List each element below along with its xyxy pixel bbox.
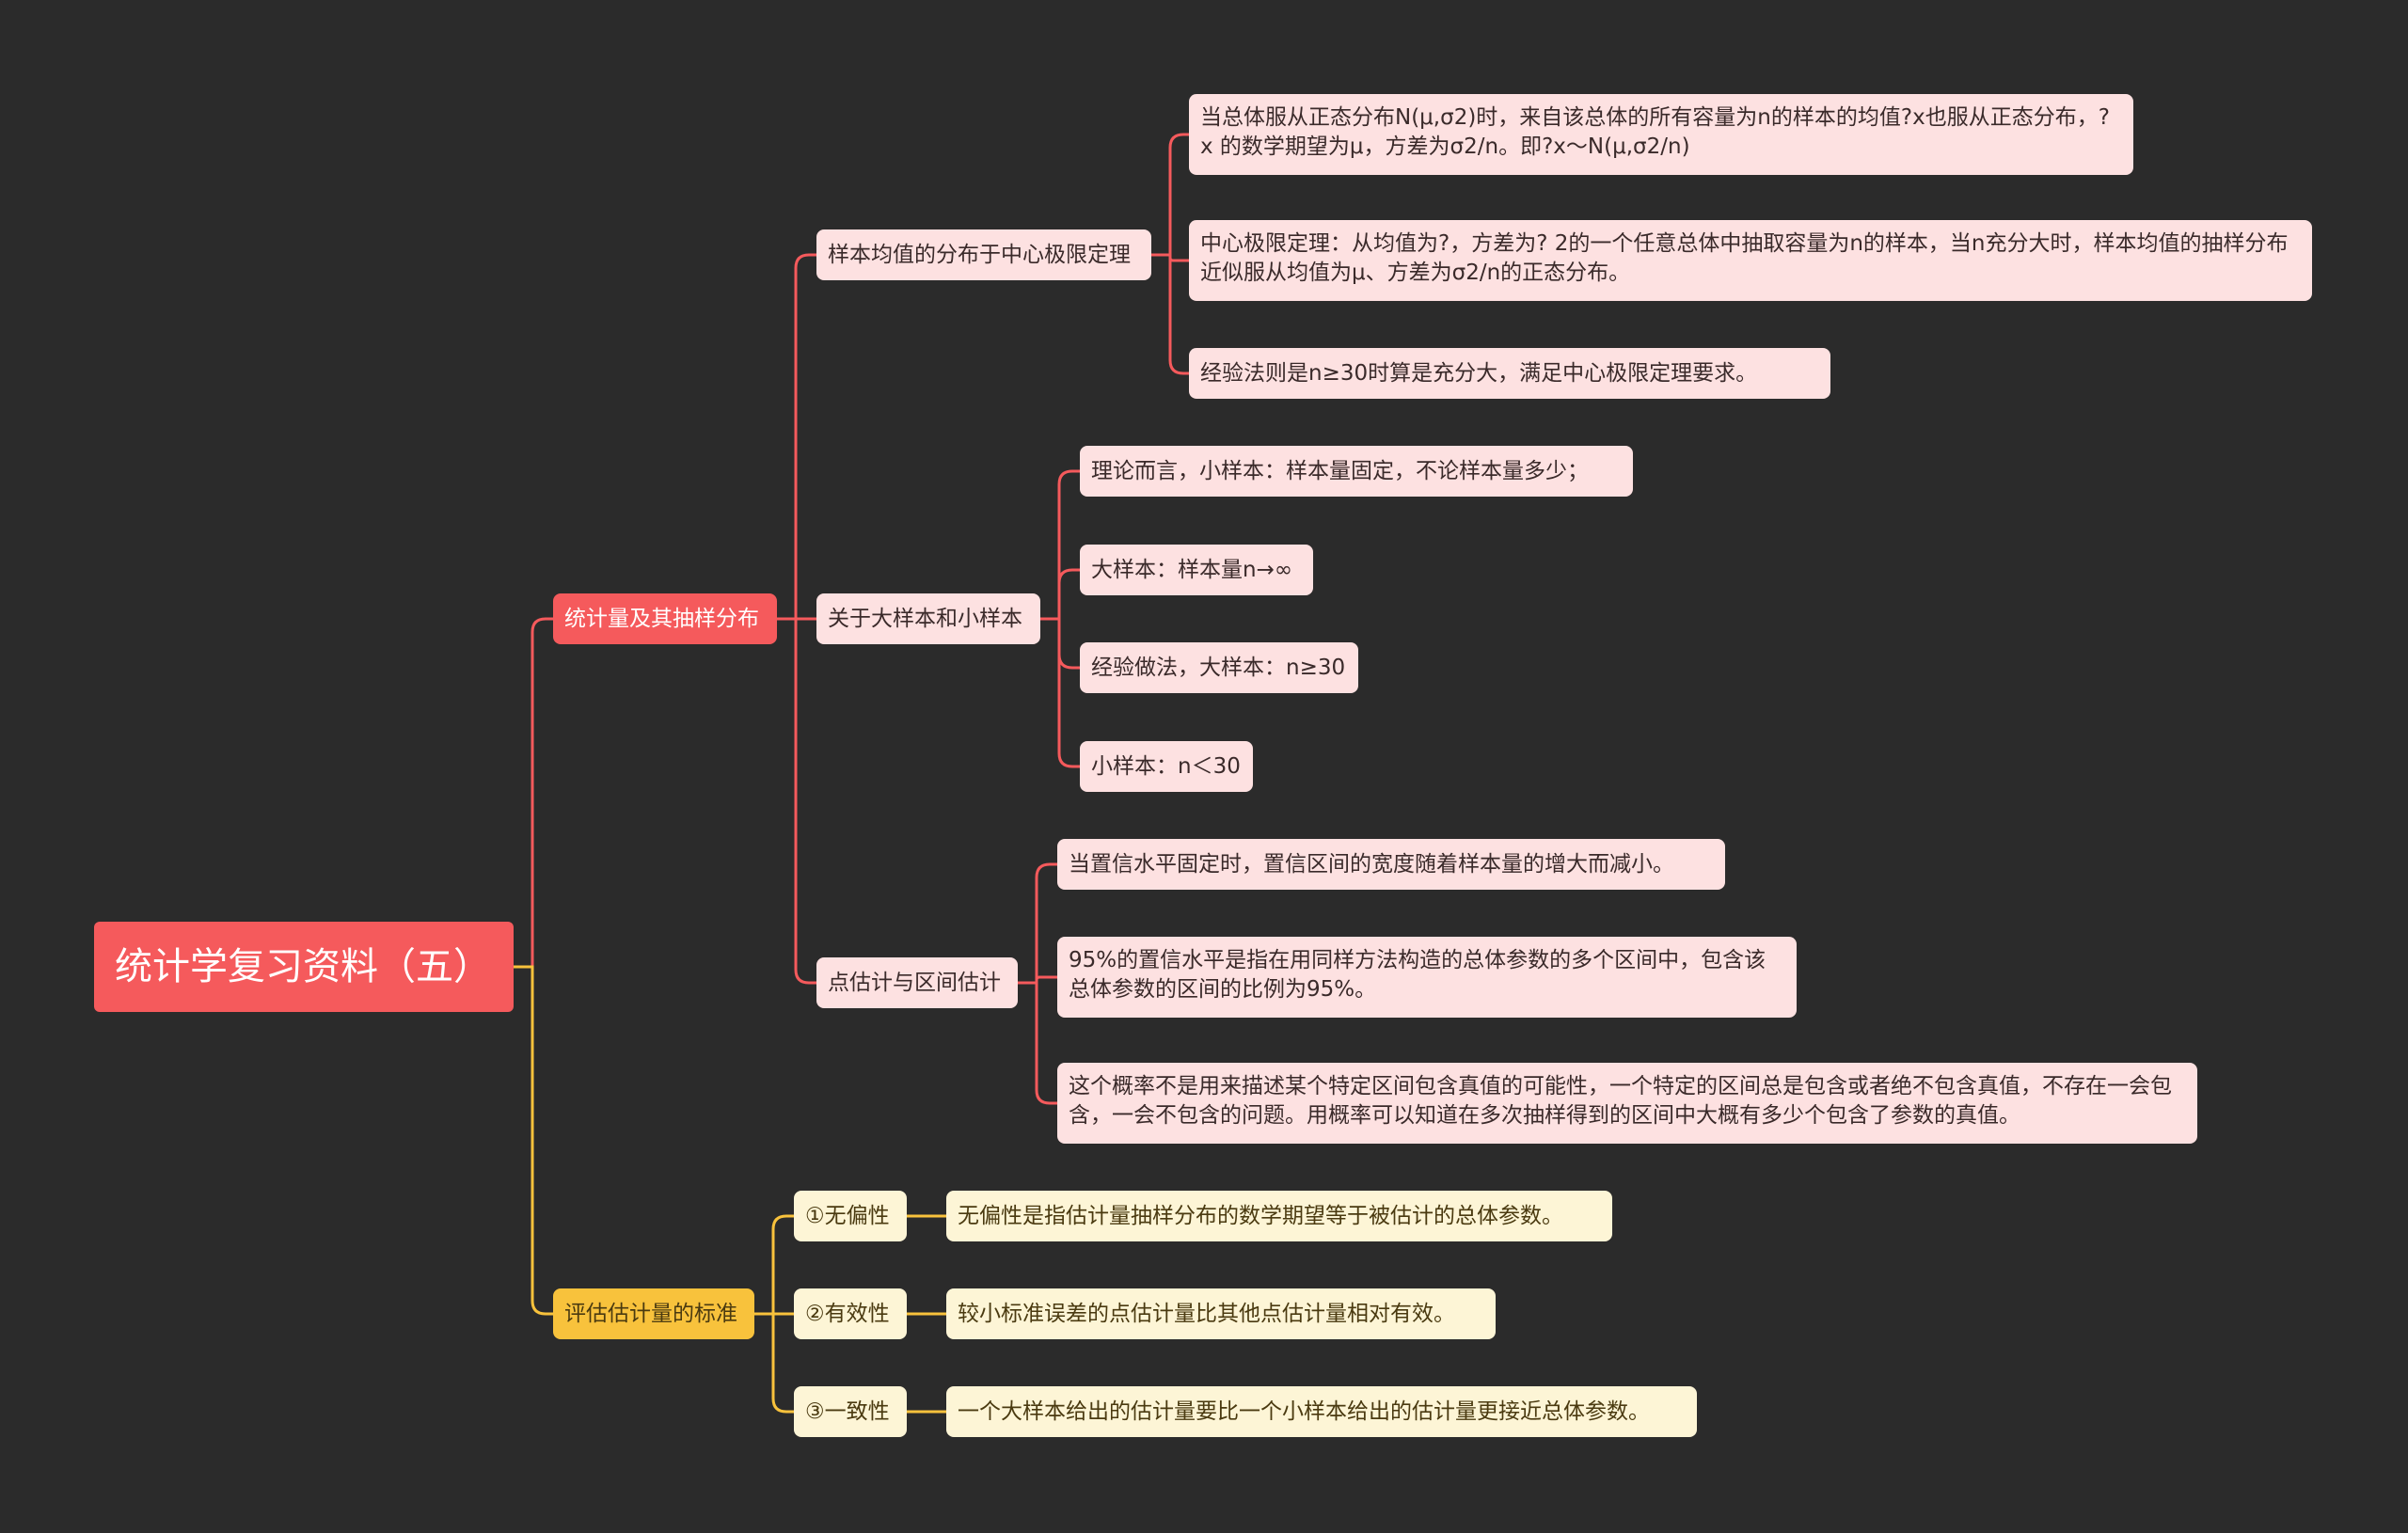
note-probability-meaning[interactable]: 这个概率不是用来描述某个特定区间包含真值的可能性，一个特定的区间总是包含或者绝不… [1057, 1063, 2197, 1144]
connector-b1-t3 [777, 617, 816, 985]
note-confidence-width[interactable]: 当置信水平固定时，置信区间的宽度随着样本量的增大而减小。 [1057, 839, 1725, 890]
note-large-sample-practice[interactable]: 经验做法，大样本：n≥30 [1080, 642, 1358, 693]
criterion-consistency[interactable]: ③一致性 [794, 1386, 907, 1437]
connector-t3-n3 [1018, 981, 1057, 1105]
note-unbiasedness[interactable]: 无偏性是指估计量抽样分布的数学期望等于被估计的总体参数。 [946, 1191, 1612, 1241]
criterion-unbiasedness[interactable]: ①无偏性 [794, 1191, 907, 1241]
connector-b1-t1 [777, 253, 816, 621]
criterion-efficiency[interactable]: ②有效性 [794, 1288, 907, 1339]
connector-t1-n3 [1151, 253, 1189, 375]
topic-point-interval-estimation[interactable]: 点估计与区间估计 [816, 957, 1018, 1008]
connector-t2-n1 [1040, 469, 1080, 621]
connector-t1-n1 [1151, 133, 1189, 257]
connector-b2-c1 [754, 1214, 794, 1316]
note-rule-of-thumb[interactable]: 经验法则是n≥30时算是充分大，满足中心极限定理要求。 [1189, 348, 1830, 399]
branch-estimator-criteria[interactable]: 评估估计量的标准 [553, 1288, 754, 1339]
connector-b2-c3 [754, 1312, 794, 1414]
branch-statistics-sampling[interactable]: 统计量及其抽样分布 [553, 593, 777, 644]
topic-sample-mean-clt[interactable]: 样本均值的分布于中心极限定理 [816, 229, 1151, 280]
root-node[interactable]: 统计学复习资料（五） [94, 922, 514, 1012]
connector-t3-n2 [1018, 975, 1057, 985]
note-central-limit-theorem[interactable]: 中心极限定理：从均值为?，方差为? 2的一个任意总体中抽取容量为n的样本，当n充… [1189, 220, 2312, 301]
note-confidence-level[interactable]: 95%的置信水平是指在用同样方法构造的总体参数的多个区间中，包含该总体参数的区间… [1057, 937, 1797, 1018]
connector-t3-n1 [1018, 862, 1057, 985]
connector-root-b1 [514, 617, 553, 969]
connector-root-b2 [514, 965, 553, 1316]
note-consistency[interactable]: 一个大样本给出的估计量要比一个小样本给出的估计量更接近总体参数。 [946, 1386, 1697, 1437]
connector-t2-n2 [1040, 568, 1080, 621]
connector-t2-n4 [1040, 617, 1080, 768]
note-efficiency[interactable]: 较小标准误差的点估计量比其他点估计量相对有效。 [946, 1288, 1496, 1339]
note-small-sample-theory[interactable]: 理论而言，小样本：样本量固定，不论样本量多少； [1080, 446, 1633, 497]
topic-large-small-sample[interactable]: 关于大样本和小样本 [816, 593, 1040, 644]
note-large-sample[interactable]: 大样本：样本量n→∞ [1080, 545, 1313, 595]
note-normal-distribution[interactable]: 当总体服从正态分布N(μ,σ2)时，来自该总体的所有容量为n的样本的均值?x也服… [1189, 94, 2133, 175]
note-small-sample[interactable]: 小样本：n＜30 [1080, 741, 1253, 792]
